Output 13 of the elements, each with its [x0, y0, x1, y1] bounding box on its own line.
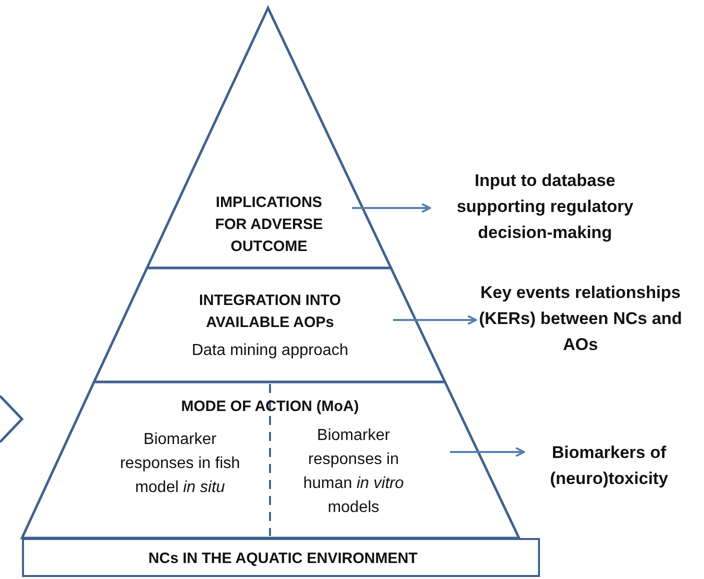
- layer-text: Biomarker responses in fish model in situ: [118, 430, 242, 498]
- arrow: [393, 315, 477, 325]
- layer-heading: MODE OF ACTION (MoA): [180, 397, 360, 417]
- outcome-text: Key events relationships (KERs) between NCs and AOs: [478, 282, 683, 356]
- outcome-text: Biomarkers of (neuro)toxicity: [548, 442, 670, 490]
- layer-heading: IMPLICATIONS FOR ADVERSE OUTCOME: [214, 193, 324, 257]
- arrow: [352, 203, 431, 213]
- layer-text: Biomarker responses in human in vitro models: [302, 426, 405, 518]
- outcome-text: Input to database supporting regulatory decision-making: [456, 170, 634, 244]
- layer-heading: INTEGRATION INTO AVAILABLE AOPs: [198, 291, 342, 333]
- layer-heading: NCs IN THE AQUATIC ENVIRONMENT: [147, 549, 419, 569]
- layer-text: Data mining approach: [190, 341, 350, 361]
- arrow: [450, 447, 525, 457]
